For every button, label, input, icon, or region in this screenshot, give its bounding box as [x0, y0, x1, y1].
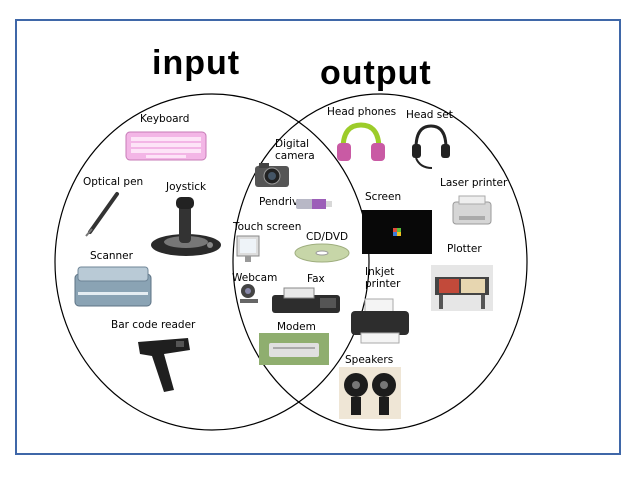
head-phones-icon — [337, 122, 385, 161]
head-set-label: Head set — [406, 109, 453, 121]
input-circle — [54, 93, 370, 431]
laser-printer-icon — [452, 195, 492, 225]
keyboard-label: Keyboard — [140, 113, 190, 125]
input-title: input — [152, 44, 241, 82]
plotter-icon — [431, 265, 493, 311]
inkjet-printer-label-line1: Inkjet — [365, 266, 395, 278]
digital-camera-label-line1: Digital — [275, 138, 310, 150]
pendrive-label: Pendrive — [259, 196, 305, 208]
bar-code-reader-label: Bar code reader — [111, 319, 196, 331]
digital-camera-label-line2: camera — [275, 150, 315, 162]
scanner-label: Scanner — [90, 250, 133, 262]
inkjet-printer-icon — [351, 298, 409, 344]
head-set-icon — [412, 124, 450, 169]
fax-label: Fax — [307, 273, 325, 285]
modem-icon — [259, 333, 329, 365]
optical-pen-label: Optical pen — [83, 176, 144, 188]
digital-camera-icon — [255, 163, 289, 187]
joystick-label: Joystick — [166, 181, 207, 193]
head-phones-label: Head phones — [327, 106, 397, 118]
output-title: output — [320, 54, 432, 92]
speakers-label: Speakers — [345, 354, 394, 366]
webcam-icon — [240, 284, 258, 303]
output-circle — [232, 93, 528, 431]
touch-screen-icon — [236, 235, 260, 262]
speakers-icon — [339, 367, 401, 419]
webcam-label: Webcam — [232, 272, 278, 284]
inkjet-printer-label-line2: printer — [365, 278, 401, 290]
pendrive-icon — [296, 199, 332, 209]
diagram-frame — [15, 19, 621, 455]
plotter-label: Plotter — [447, 243, 482, 255]
touch-screen-label: Touch screen — [233, 221, 302, 233]
screen-icon — [362, 210, 432, 254]
optical-pen-icon — [85, 192, 119, 237]
keyboard-icon — [125, 131, 207, 161]
screen-label: Screen — [365, 191, 402, 203]
modem-label: Modem — [277, 321, 316, 333]
bar-code-reader-icon — [138, 338, 190, 392]
laser-printer-label: Laser printer — [440, 177, 508, 189]
fax-icon — [272, 287, 340, 313]
joystick-icon — [151, 197, 221, 256]
cd-dvd-icon — [294, 243, 350, 263]
scanner-icon — [74, 266, 152, 307]
cd-dvd-label: CD/DVD — [306, 231, 349, 243]
